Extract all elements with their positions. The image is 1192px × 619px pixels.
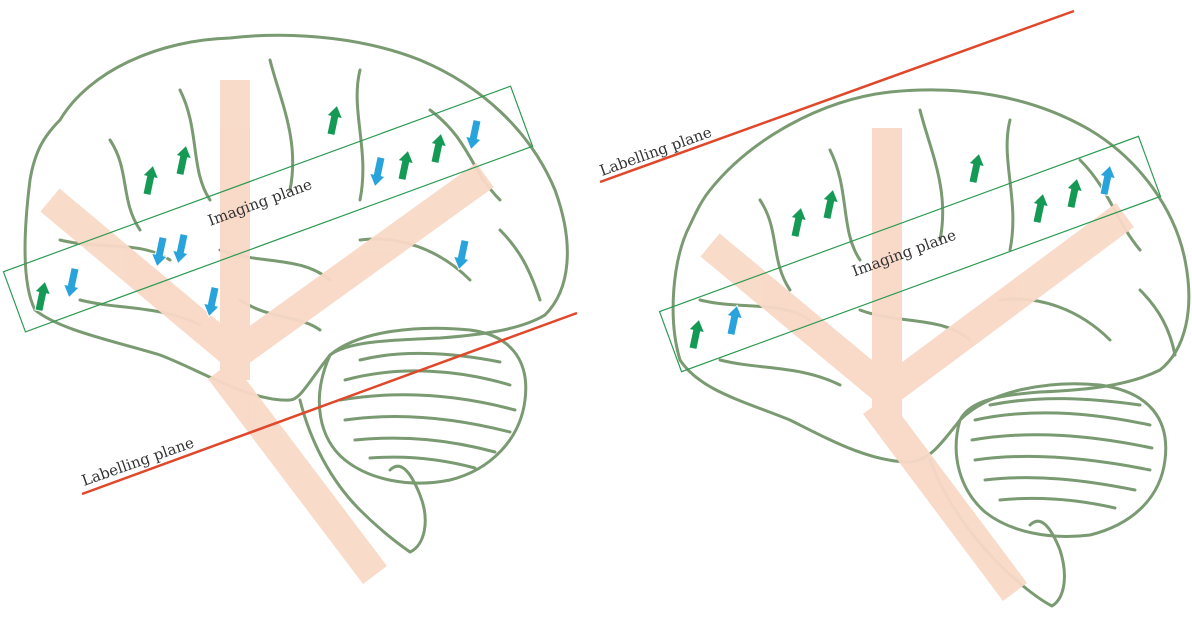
- left-sulcus: [357, 70, 363, 200]
- right-cerebellum-fold: [985, 478, 1135, 490]
- left-sulcus: [180, 90, 210, 200]
- right-cerebellum-fold: [1000, 498, 1115, 508]
- left-panel: Imaging plane Labelling plane: [3, 35, 577, 575]
- left-cerebellum-fold: [370, 457, 475, 468]
- right-sulcus: [920, 110, 943, 240]
- right-up-green-arrow-icon: [685, 318, 707, 351]
- left-sulcus: [500, 230, 540, 300]
- right-up-blue-arrow-icon: [1096, 164, 1118, 197]
- right-cerebellum-fold: [975, 456, 1150, 470]
- right-vessel-tree: [710, 128, 1125, 592]
- left-up-green-arrow-icon: [139, 164, 161, 197]
- right-up-green-arrow-icon: [1063, 177, 1085, 210]
- right-vessel-descending: [875, 405, 1015, 592]
- left-labelling-plane-line: [82, 313, 577, 494]
- right-up-green-arrow-icon: [965, 152, 987, 185]
- right-cerebellum-fold: [990, 399, 1140, 405]
- left-cerebellum-fold: [345, 371, 510, 385]
- left-down-blue-arrow-icon: [367, 156, 389, 189]
- left-up-green-arrow-icon: [394, 149, 416, 182]
- right-cerebellum-fold: [972, 435, 1152, 448]
- left-up-green-arrow-icon: [172, 144, 194, 177]
- right-sulcus: [1140, 290, 1175, 355]
- left-vessel-descending: [220, 370, 375, 575]
- left-cerebellum-fold: [355, 438, 495, 452]
- left-sulcus: [110, 140, 140, 230]
- right-panel: Imaging plane Labelling plane: [597, 11, 1189, 606]
- left-down-blue-arrow-icon: [463, 119, 485, 152]
- left-cerebellum-fold: [345, 416, 510, 432]
- left-down-blue-arrow-icon: [61, 267, 83, 300]
- right-sulcus: [1007, 120, 1013, 250]
- left-labelling-plane-label: Labelling plane: [79, 433, 196, 489]
- right-up-green-arrow-icon: [787, 206, 809, 239]
- right-cerebellum-fold: [975, 413, 1150, 425]
- left-up-green-arrow-icon: [323, 104, 345, 137]
- right-sulcus: [720, 360, 840, 385]
- left-cerebellum-fold: [340, 395, 515, 410]
- right-up-green-arrow-icon: [819, 188, 841, 221]
- left-up-green-arrow-icon: [427, 132, 449, 165]
- right-cerebellum-contour: [956, 384, 1166, 537]
- right-up-blue-arrow-icon: [723, 304, 745, 337]
- left-down-blue-arrow-icon: [170, 233, 192, 266]
- right-up-green-arrow-icon: [1029, 192, 1051, 225]
- right-labelling-plane-label: Labelling plane: [597, 123, 714, 180]
- left-cerebellum-fold: [360, 353, 500, 362]
- right-imaging-plane-label: Imaging plane: [850, 226, 959, 281]
